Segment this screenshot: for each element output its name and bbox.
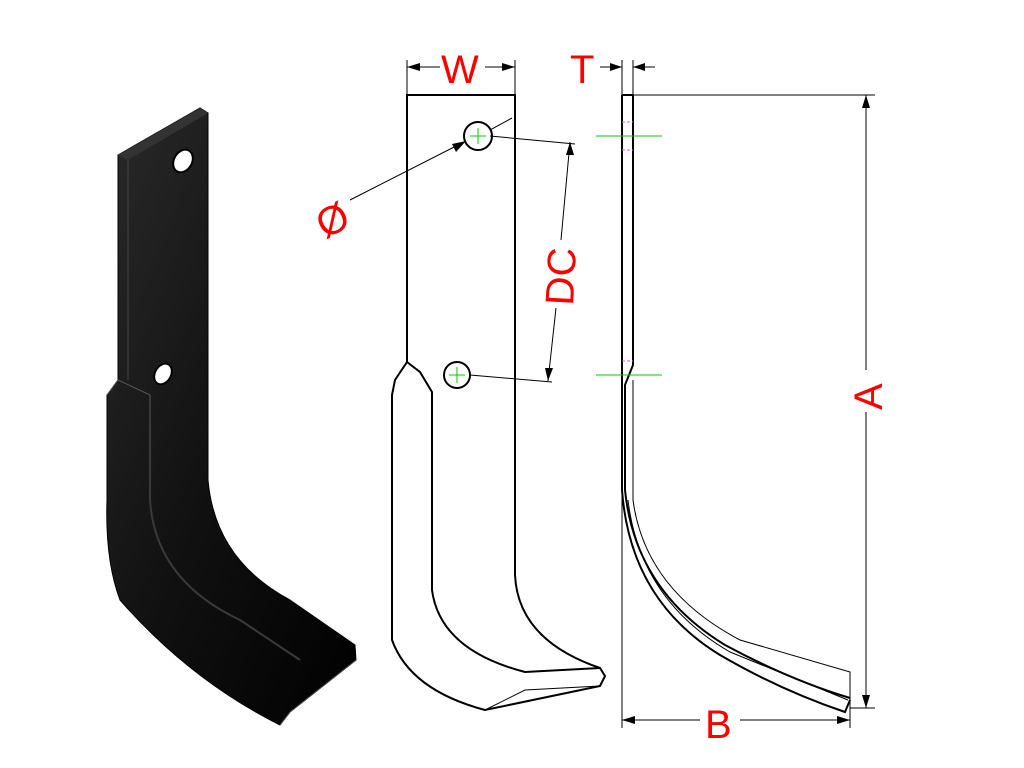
hole-icon	[172, 148, 194, 174]
label-t: T	[570, 48, 594, 92]
dimension-w: W	[406, 48, 516, 95]
dimension-t: T	[570, 48, 655, 95]
dimension-b: B	[621, 490, 851, 747]
label-w: W	[441, 48, 479, 92]
blade-3d-view	[106, 107, 357, 726]
dimension-a: A	[633, 94, 891, 709]
label-dc: DC	[538, 246, 585, 306]
dimension-diameter: Ø	[309, 117, 513, 247]
dimension-dc: DC	[469, 135, 585, 383]
label-b: B	[705, 703, 732, 747]
label-diameter: Ø	[309, 194, 357, 247]
blade-side-view	[596, 94, 851, 714]
blade-front-view	[391, 94, 607, 712]
label-a: A	[847, 383, 891, 410]
hole-icon	[153, 362, 173, 386]
